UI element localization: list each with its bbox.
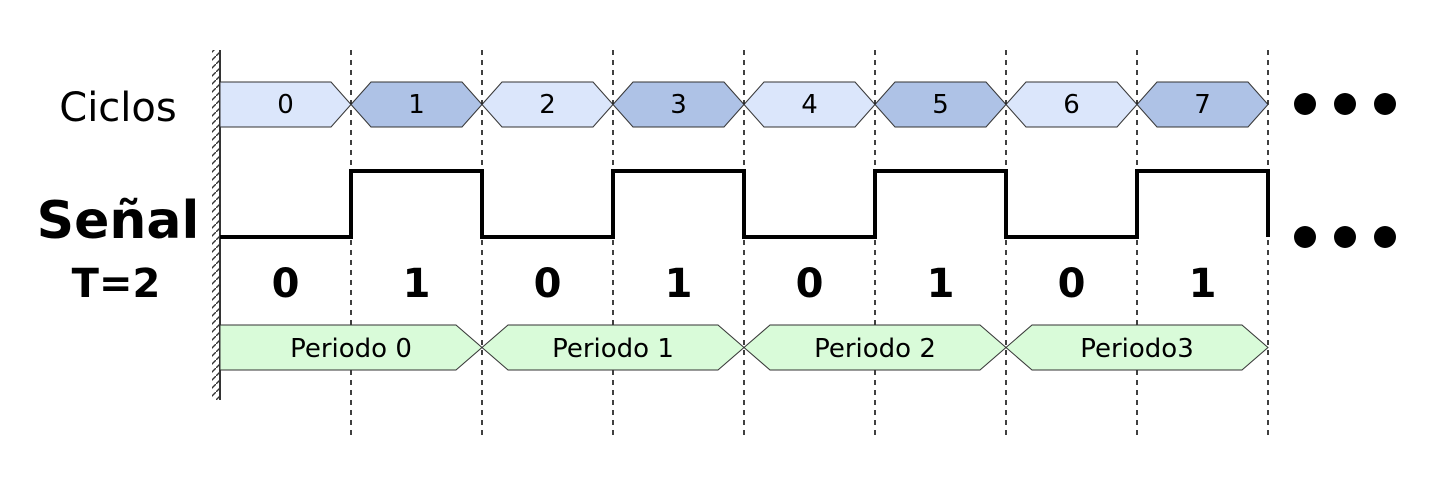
- period-label: Periodo 0: [290, 334, 412, 364]
- ellipsis-dot: [1294, 93, 1316, 115]
- cycle-cell: [219, 81, 352, 128]
- signal-bit: 0: [1058, 261, 1086, 307]
- signal-bit: 0: [796, 261, 824, 307]
- signal-bit: 0: [534, 261, 562, 307]
- period-label: Periodo3: [1080, 334, 1194, 364]
- ellipsis-dot: [1334, 226, 1356, 248]
- cycle-boundary-lines: [350, 50, 1269, 440]
- period-parameter-label: T=2: [72, 261, 161, 307]
- ellipsis-dot: [1334, 93, 1356, 115]
- cycle-label: 2: [539, 90, 556, 120]
- signal-bit: 0: [272, 261, 300, 307]
- cycles-row-label: Ciclos: [59, 85, 176, 131]
- signal-row-label: Señal: [37, 191, 200, 251]
- cycles-row: 0 1 2 3 4 5 6 7: [219, 81, 1269, 128]
- periods-row: Periodo 0 Periodo 1 Periodo 2 Periodo3: [219, 324, 1269, 371]
- signal-bit: 1: [665, 261, 693, 307]
- signal-bit: 1: [1189, 261, 1217, 307]
- signal-continuation-ellipsis: [1294, 226, 1396, 248]
- cycle-label: 7: [1194, 90, 1211, 120]
- start-wall: [212, 50, 221, 400]
- signal-waveform: [220, 169, 1270, 239]
- period-cell: [219, 324, 483, 371]
- ellipsis-dot: [1374, 93, 1396, 115]
- ellipsis-dot: [1294, 226, 1316, 248]
- cycle-label: 3: [670, 90, 687, 120]
- cycle-label: 4: [801, 90, 818, 120]
- cycle-label: 1: [408, 90, 425, 120]
- cycle-label: 5: [932, 90, 949, 120]
- cycle-label: 6: [1063, 90, 1080, 120]
- signal-bit: 1: [927, 261, 955, 307]
- cycle-label: 0: [277, 90, 294, 120]
- cycle-cell: [1136, 81, 1269, 128]
- signal-line: [220, 169, 1270, 239]
- period-cell: [1005, 324, 1269, 371]
- ellipsis-dot: [1374, 226, 1396, 248]
- cycles-continuation-ellipsis: [1294, 93, 1396, 115]
- period-label: Periodo 2: [814, 334, 936, 364]
- signal-bits-row: 0 1 0 1 0 1 0 1: [272, 261, 1217, 307]
- signal-bit: 1: [403, 261, 431, 307]
- period-label: Periodo 1: [552, 334, 674, 364]
